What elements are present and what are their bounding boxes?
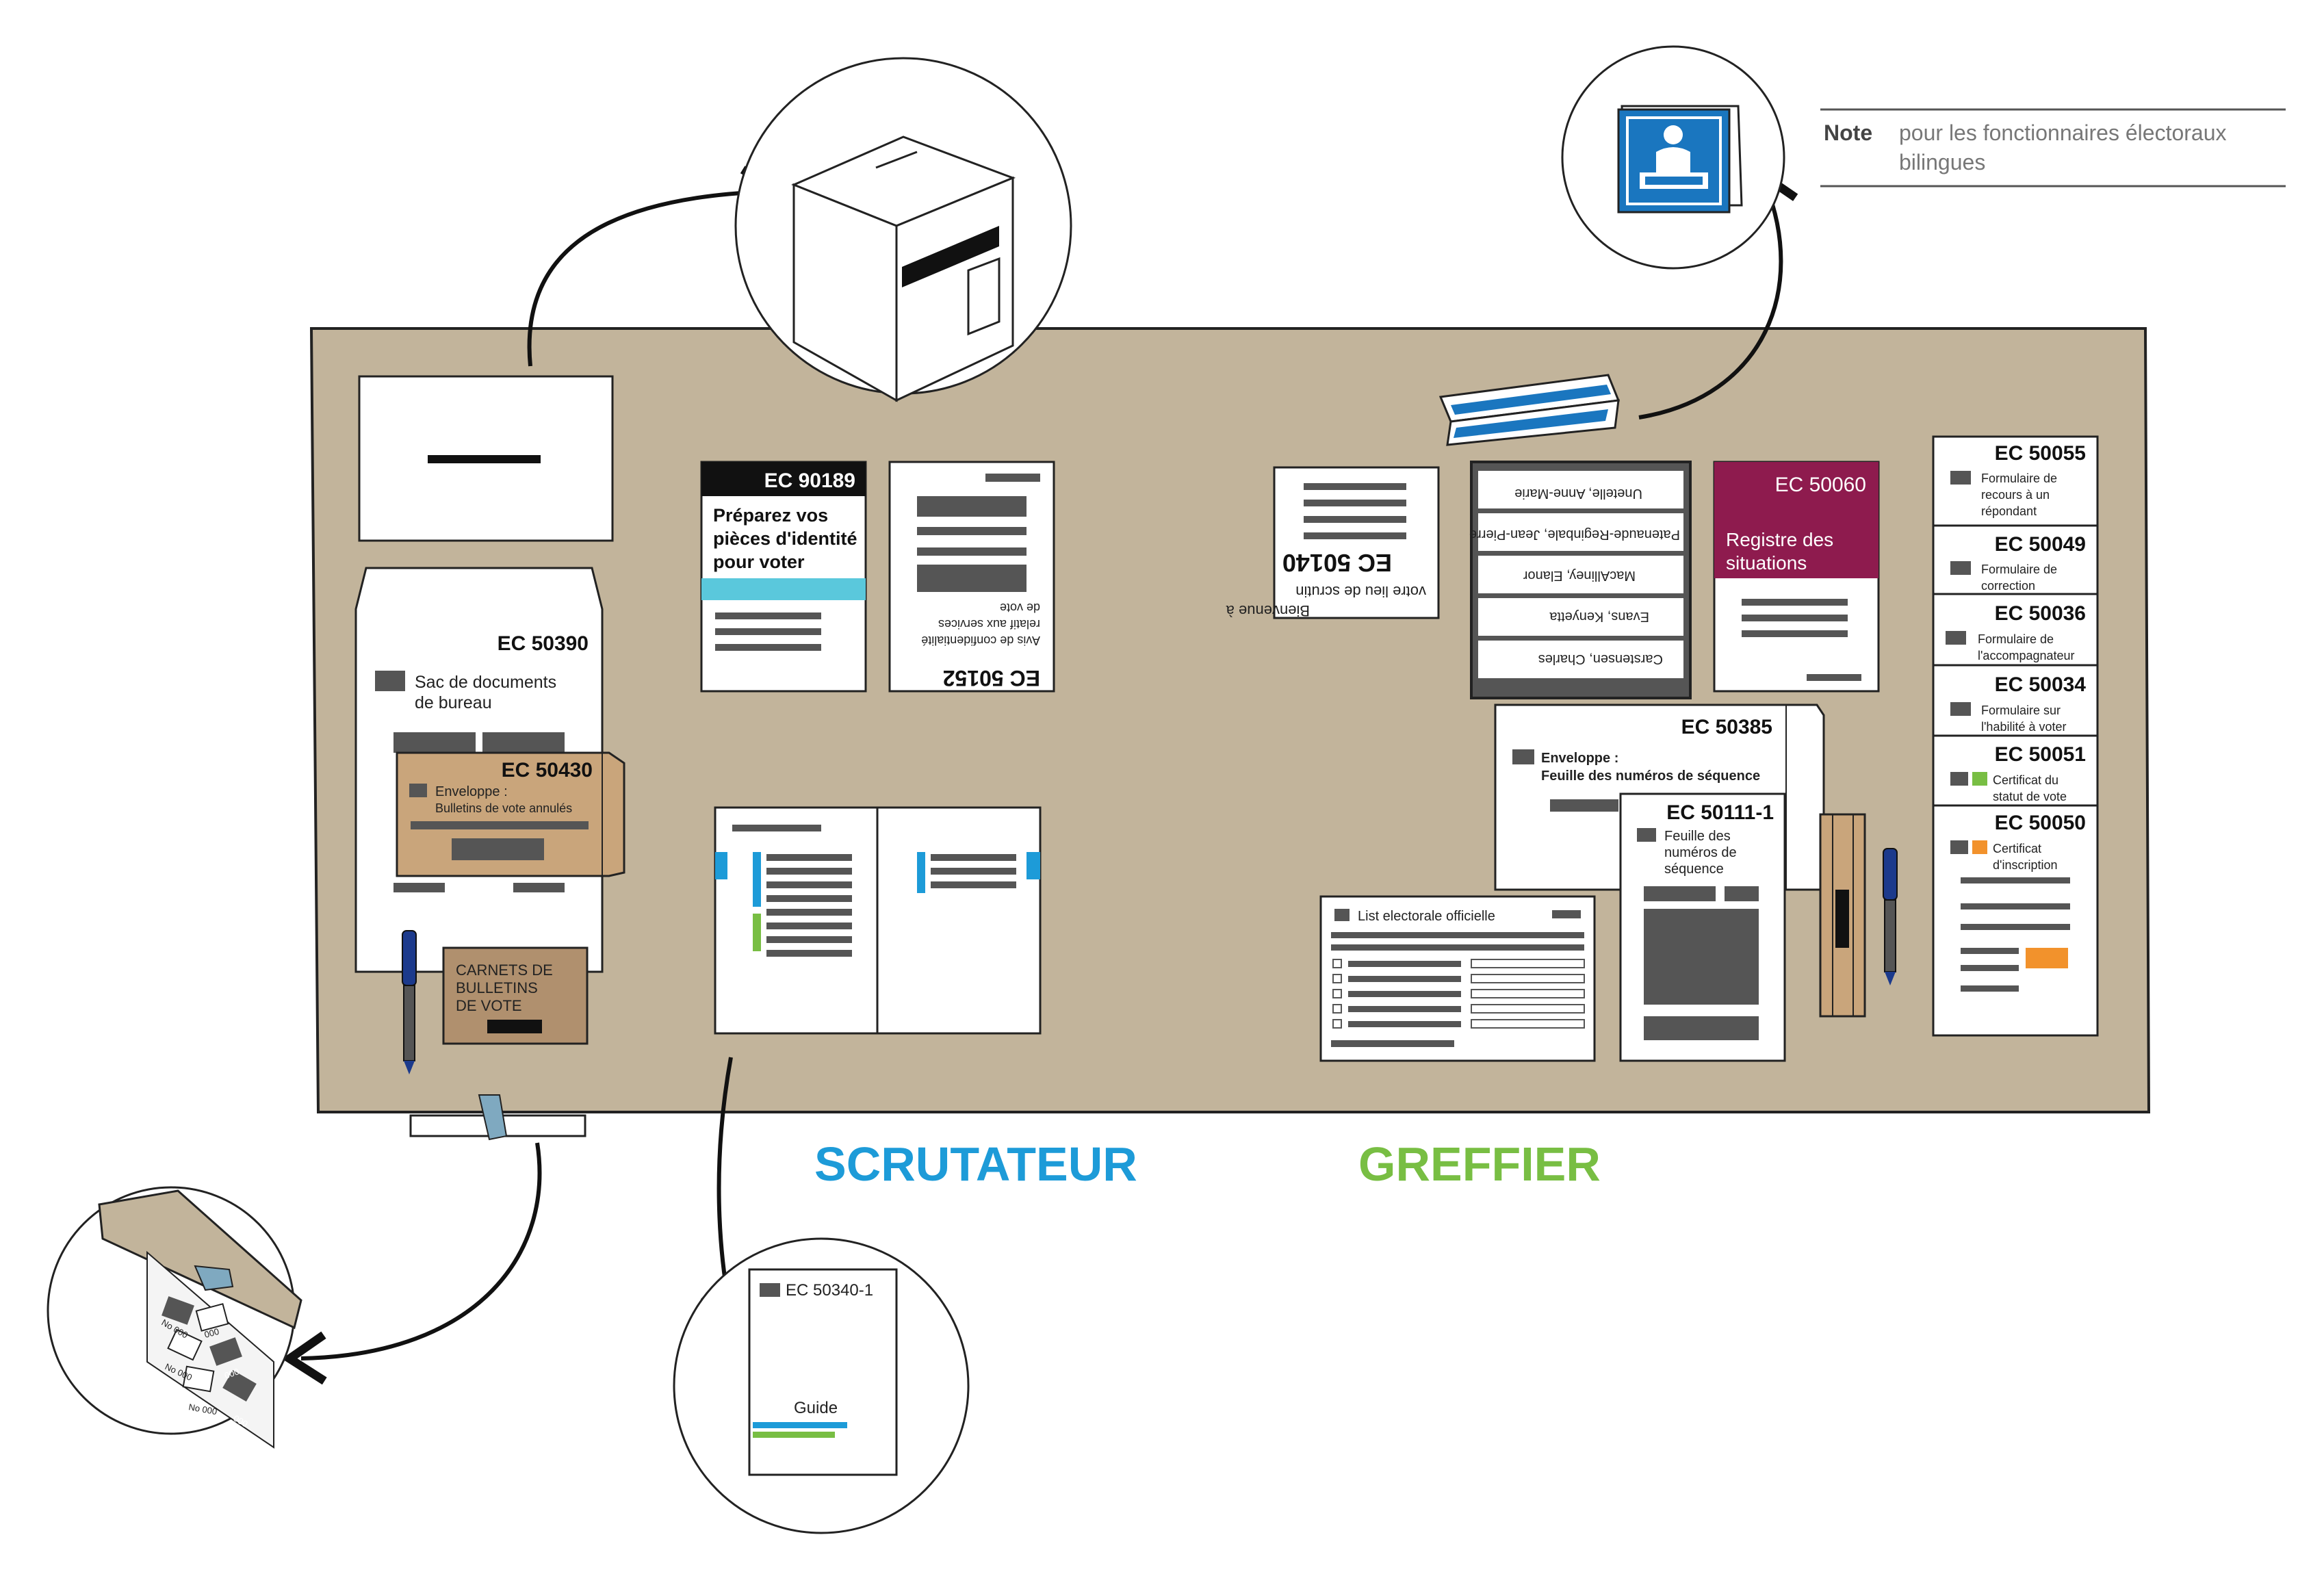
ec50111-line1: Feuille des: [1664, 829, 1731, 844]
ec90189-id-poster: EC 90189 Préparez vos pièces d'identité …: [700, 461, 867, 693]
guide-callout: EC 50340-1 Guide: [673, 1237, 970, 1534]
official-voters-list: List electorale officielle: [1319, 895, 1596, 1062]
ec50036-line1: Formulaire de: [1978, 632, 2054, 646]
ec50430-envelope: EC 50430 Enveloppe : Bulletins de vote a…: [396, 751, 625, 877]
ec50390-line2: de bureau: [415, 693, 492, 712]
ballot-booklets: CARNETS DE BULLETINS DE VOTE: [442, 946, 589, 1045]
guide-code: EC 50340-1: [786, 1281, 873, 1300]
ec50049-line2: correction: [1981, 579, 2035, 593]
spoiled-2: 000: [203, 1326, 220, 1340]
ec50430-line2: Bulletins de vote annulés: [435, 801, 572, 815]
wood-ballot-box: [1819, 813, 1866, 1018]
ec90189-line3: pour voter: [713, 552, 805, 572]
spoiled-4: 000: [223, 1366, 241, 1381]
ec50051-line1: Certificat du: [1993, 773, 2058, 787]
spoiled-5: No 000: [188, 1402, 218, 1417]
ec50152-line1: Avis de confidentialité: [921, 634, 1040, 647]
ec50060-line1: Registre des: [1726, 529, 1833, 550]
ec50390-line1: Sac de documents: [415, 673, 556, 692]
ec50060-line2: situations: [1726, 552, 1807, 573]
note-block: Note pour les fonctionnaires électoraux …: [1820, 108, 2286, 188]
arrow-to-ballot-box: [527, 166, 786, 367]
ec90189-line1: Préparez vos: [713, 505, 828, 526]
pen-left: [402, 930, 417, 1074]
elector-names-board: Unetelle, Anne-Marie Patenaude-Reginbale…: [1469, 461, 1692, 699]
ballot-box-callout: [734, 57, 1072, 402]
liste-title: List electorale officielle: [1358, 909, 1495, 924]
ec50036-code: EC 50036: [1995, 602, 2086, 625]
name-row-4: Evans, Kenyetta: [1549, 609, 1649, 624]
ec50049-code: EC 50049: [1995, 533, 2086, 556]
role-greffier: GREFFIER: [1358, 1137, 1601, 1191]
ec50152-line2: relatif aux services: [938, 617, 1040, 631]
pen-right: [1883, 848, 1898, 985]
ec90189-code: EC 90189: [764, 469, 855, 492]
role-scrutateur: SCRUTATEUR: [814, 1137, 1137, 1191]
ec50050-code: EC 50050: [1995, 812, 2086, 834]
spoiled-bag-tab: [409, 1094, 586, 1141]
forms-stack: EC 50055 Formulaire de recours à un répo…: [1932, 435, 2099, 1037]
spoiled-ballots-callout: No 000 000 No 000 000 No 000 000: [47, 1186, 302, 1449]
ec50050-line2: d'inscription: [1993, 858, 2057, 872]
ballot-box-top: [358, 375, 614, 542]
arrow-to-spoiled-bag: [281, 1142, 542, 1385]
ec50152-confidentiality-notice: EC 50152 Avis de confidentialité relatif…: [888, 461, 1055, 693]
name-row-1: Unetelle, Anne-Marie: [1514, 486, 1642, 501]
ec50430-code: EC 50430: [502, 759, 593, 782]
ec50152-code: EC 50152: [943, 666, 1040, 691]
ec50140-line1: Bienvenue à: [1226, 602, 1310, 619]
name-row-5: Carstensen, Charles: [1538, 651, 1663, 667]
ec50034-line1: Formulaire sur: [1981, 704, 2061, 717]
ec50111-line3: séquence: [1664, 862, 1724, 877]
carnets-line2: BULLETINS: [456, 979, 538, 996]
carnets-line3: DE VOTE: [456, 997, 522, 1014]
ec50051-line2: statut de vote: [1993, 790, 2067, 803]
note-label: Note: [1824, 120, 1872, 145]
ec90189-line2: pièces d'identité: [713, 528, 857, 549]
ec50140-welcome-sign: Bienvenue à votre lieu de scrutin EC 501…: [1226, 466, 1440, 619]
ec50140-code: EC 50140: [1282, 549, 1392, 577]
ec50430-line1: Enveloppe :: [435, 784, 508, 799]
ec50034-code: EC 50034: [1995, 673, 2087, 696]
ec50111-code: EC 50111-1: [1666, 801, 1774, 824]
ec50111-sequence-sheet: EC 50111-1 Feuille des numéros de séquen…: [1619, 792, 1786, 1062]
ec50060-incident-register: EC 50060 Registre des situations: [1713, 461, 1880, 693]
ec50385-code: EC 50385: [1681, 716, 1772, 738]
ec50055-line1: Formulaire de: [1981, 472, 2057, 485]
folded-sign-on-table: [1438, 374, 1621, 446]
guide-title: Guide: [794, 1399, 838, 1417]
ec50140-line2: votre lieu de scrutin: [1295, 583, 1426, 600]
ec50385-line2: Feuille des numéros de séquence: [1541, 769, 1760, 784]
ec50055-line3: répondant: [1981, 504, 2037, 518]
name-row-3: MacAlliney, Elanor: [1523, 568, 1636, 583]
ec50051-code: EC 50051: [1995, 743, 2086, 766]
carnets-line1: CARNETS DE: [456, 962, 553, 979]
open-guide-book: [714, 806, 1042, 1035]
ec50152-line3: de vote: [1000, 601, 1040, 615]
arrow-to-sign: [1638, 166, 1798, 420]
note-text-1: pour les fonctionnaires électoraux: [1899, 120, 2227, 145]
ec50034-line2: l'habilité à voter: [1981, 720, 2067, 734]
ec50055-line2: recours à un: [1981, 488, 2050, 502]
ec50049-line1: Formulaire de: [1981, 563, 2057, 576]
ec50050-line1: Certificat: [1993, 842, 2041, 855]
note-text-2: bilingues: [1899, 150, 1985, 175]
name-row-2: Patenaude-Reginbale, Jean-Pierre: [1469, 527, 1680, 542]
ec50385-line1: Enveloppe :: [1541, 751, 1618, 766]
ec50036-line2: l'accompagnateur: [1978, 649, 2075, 662]
ec50111-line2: numéros de: [1664, 845, 1737, 860]
ec50055-code: EC 50055: [1995, 442, 2086, 465]
ec50060-code: EC 50060: [1775, 474, 1866, 496]
ec50390-code: EC 50390: [498, 632, 589, 655]
sign-callout: [1561, 45, 1785, 270]
